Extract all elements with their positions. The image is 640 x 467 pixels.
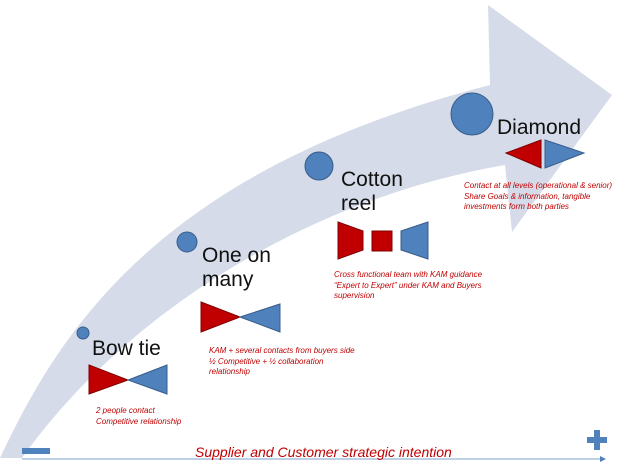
diamond-shape [504,139,586,169]
bow-tie-shape [88,364,168,395]
stage-description-cotton-reel: Cross functional team with KAM guidance … [334,270,482,302]
stage-name-cotton-reel: Cotton reel [341,168,403,215]
stage-name-bow-tie: Bow tie [92,337,161,360]
minus-icon [22,448,50,454]
description-line: Cross functional team with KAM guidance [334,270,483,279]
stage-name-one-on-many: One on many [202,244,271,291]
one-on-many-shape [200,301,281,333]
plus-icon [587,430,607,450]
description-line: 2 people contact [96,406,155,415]
stage-circle-bow-tie [76,326,90,340]
axis-arrowhead [600,456,606,462]
description-line: Share Goals & information, tangible [464,191,591,201]
stage-circle-one-on-many [176,231,198,253]
description-line: Contact at all levels (operational & sen… [464,181,613,190]
stage-circle-diamond [450,92,494,136]
stage-description-one-on-many: KAM + several contacts from buyers side … [209,346,355,378]
description-line: KAM + several contacts from buyers side [209,346,355,355]
description-line: investments form both parties [464,202,569,211]
description-line: relationship [209,367,250,376]
stage-description-bow-tie: 2 people contact Competitive relationshi… [96,406,181,427]
cotton-reel-shape [337,221,429,260]
stage-name-diamond: Diamond [497,116,582,139]
axis-label: Supplier and Customer strategic intentio… [195,444,452,460]
description-line: supervision [334,291,375,300]
description-line: “Expert to Expert” under KAM and Buyers [334,280,482,290]
stage-description-diamond: Contact at all levels (operational & sen… [464,181,612,213]
stage-circle-cotton-reel [304,151,334,181]
description-line: ½ Competitive + ½ collaboration [209,356,324,366]
description-line: Competitive relationship [96,416,182,426]
